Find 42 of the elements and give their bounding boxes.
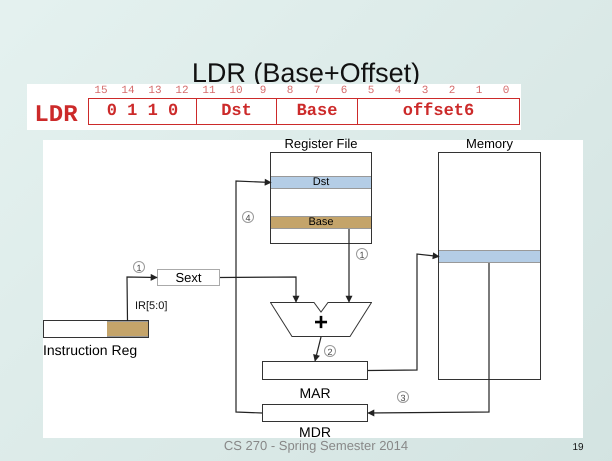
edge-label: IR[5:0] [135,300,168,312]
bit-number: 6 [340,85,348,97]
bit-number: 8 [286,85,294,97]
page-number: 19 [571,442,585,453]
bit-number: 15 [93,85,109,97]
instruction-field: 0 1 1 0 [88,98,197,125]
arrow [367,263,490,416]
arrow [368,252,440,372]
instruction-field: Base [276,98,358,125]
register-field [107,321,148,337]
arrow [126,274,158,321]
bit-number: 13 [147,85,163,97]
arrow [235,178,272,414]
register-row: Base [271,216,371,229]
sext-box: Sext [157,269,220,286]
bit-number: 1 [474,85,484,97]
bit-number: 4 [394,85,402,97]
footer-text: CS 270 - Spring Semester 2014 [222,438,410,453]
instruction-field: Dst [196,98,277,125]
instruction-mnemonic: LDR [33,104,79,128]
arrow [313,336,322,362]
instruction-field: offset6 [357,98,520,125]
bit-number: 14 [120,85,136,97]
bit-number: 3 [420,85,430,97]
bit-number: 2 [448,85,456,97]
bit-number: 10 [228,85,244,97]
bit-number: 11 [201,85,217,97]
arrow [220,276,300,303]
box-label: Instruction Reg [43,342,138,358]
register-row: Dst [271,176,371,189]
box-label: MDR [298,424,332,440]
memory-row [439,250,540,263]
bit-number: 0 [502,85,510,97]
box-heading: Memory [465,137,514,151]
bit-number: 12 [174,85,190,97]
box-label: MAR [298,385,332,401]
arrow [346,229,352,303]
bit-number: 7 [312,85,322,97]
bit-number: 5 [366,85,376,97]
box-heading: Register File [284,137,358,151]
adder-symbol: + [270,302,372,337]
bit-number: 9 [258,85,268,97]
